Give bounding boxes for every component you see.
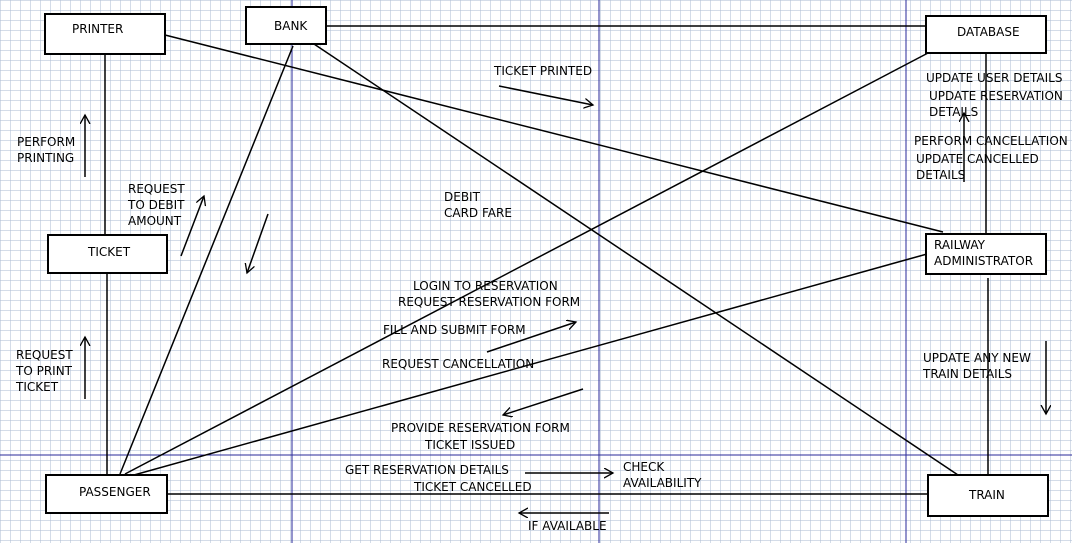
node-printer-label: PRINTER <box>72 22 124 36</box>
msg-request-print-line3: TICKET <box>16 380 59 394</box>
msg-request-debit-line1: REQUEST <box>128 182 185 196</box>
msg-debit-card-line2: CARD FARE <box>444 206 512 220</box>
msg-ticket-issued: TICKET ISSUED <box>425 438 516 452</box>
msg-check-availability: CHECK AVAILABILITY <box>623 459 701 491</box>
node-bank-label: BANK <box>274 19 308 33</box>
msg-update-train-line2: TRAIN DETAILS <box>923 367 1012 381</box>
msg-update-train-line1: UPDATE ANY NEW <box>923 351 1031 365</box>
msg-request-print-line2: TO PRINT <box>16 364 73 378</box>
msg-request-print: REQUEST TO PRINT TICKET <box>16 347 73 395</box>
node-ticket-label: TICKET <box>88 245 131 259</box>
msg-update-reservation-line1: UPDATE RESERVATION <box>929 89 1063 103</box>
link-admin-passenger <box>133 253 928 476</box>
msg-update-reservation-line2: DETAILS <box>929 105 979 119</box>
node-train[interactable]: TRAIN <box>927 474 1049 517</box>
node-printer[interactable]: PRINTER <box>44 13 166 55</box>
msg-fill-submit-form: FILL AND SUBMIT FORM <box>383 323 526 337</box>
arrow-debit-card-fare <box>247 213 269 273</box>
node-bank[interactable]: BANK <box>245 6 327 45</box>
msg-perform-printing-line2: PRINTING <box>17 151 75 165</box>
msg-update-cancelled-line1: UPDATE CANCELLED <box>916 152 1039 166</box>
node-database-label: DATABASE <box>957 25 1020 39</box>
msg-provide-reservation-form: PROVIDE RESERVATION FORM <box>391 421 570 435</box>
msg-update-user-details: UPDATE USER DETAILS <box>926 71 1063 85</box>
msg-if-available: IF AVAILABLE <box>528 519 607 533</box>
node-passenger-label: PASSENGER <box>79 485 151 499</box>
msg-request-print-line1: REQUEST <box>16 348 73 362</box>
msg-update-cancelled-details: UPDATE CANCELLED DETAILS <box>916 151 1039 183</box>
msg-request-debit: REQUEST TO DEBIT AMOUNT <box>128 181 185 229</box>
msg-get-reservation-details: GET RESERVATION DETAILS <box>345 463 509 477</box>
node-railway-administrator[interactable]: RAILWAY ADMINISTRATOR <box>925 233 1047 275</box>
arrow-request-debit <box>180 196 204 257</box>
node-railway-label-line2: ADMINISTRATOR <box>934 254 1034 268</box>
msg-ticket-cancelled: TICKET CANCELLED <box>414 480 532 494</box>
node-passenger[interactable]: PASSENGER <box>45 474 168 514</box>
msg-perform-cancellation: PERFORM CANCELLATION <box>914 134 1068 148</box>
link-bank-passenger <box>119 45 294 475</box>
msg-debit-card-fare: DEBIT CARD FARE <box>444 189 512 221</box>
node-ticket[interactable]: TICKET <box>47 234 168 274</box>
node-database[interactable]: DATABASE <box>925 15 1047 54</box>
msg-perform-printing-line1: PERFORM <box>17 135 76 149</box>
node-train-label: TRAIN <box>969 488 1005 502</box>
msg-request-debit-line2: TO DEBIT <box>128 198 185 212</box>
link-printer-admin <box>164 34 944 233</box>
msg-check-availability-line2: AVAILABILITY <box>623 476 702 490</box>
arrow-ticket-printed <box>498 85 593 105</box>
msg-check-availability-line1: CHECK <box>623 460 665 474</box>
msg-login-reservation: LOGIN TO RESERVATION <box>413 279 558 293</box>
node-railway-label-line1: RAILWAY <box>934 238 985 252</box>
arrow-admin-to-passenger <box>503 388 584 415</box>
msg-update-reservation-details: UPDATE RESERVATION DETAILS <box>929 88 1063 120</box>
arrow-passenger-to-admin <box>486 322 576 353</box>
msg-ticket-printed: TICKET PRINTED <box>494 64 593 78</box>
msg-update-cancelled-line2: DETAILS <box>916 168 966 182</box>
msg-debit-card-line1: DEBIT <box>444 190 480 204</box>
link-database-passenger <box>124 52 929 475</box>
msg-perform-printing: PERFORM PRINTING <box>17 134 75 166</box>
msg-request-reservation-form: REQUEST RESERVATION FORM <box>398 295 581 309</box>
link-bank-train <box>313 43 959 476</box>
msg-request-cancellation: REQUEST CANCELLATION <box>382 357 535 371</box>
msg-request-debit-line3: AMOUNT <box>128 214 182 228</box>
msg-update-train-details: UPDATE ANY NEW TRAIN DETAILS <box>923 350 1031 382</box>
